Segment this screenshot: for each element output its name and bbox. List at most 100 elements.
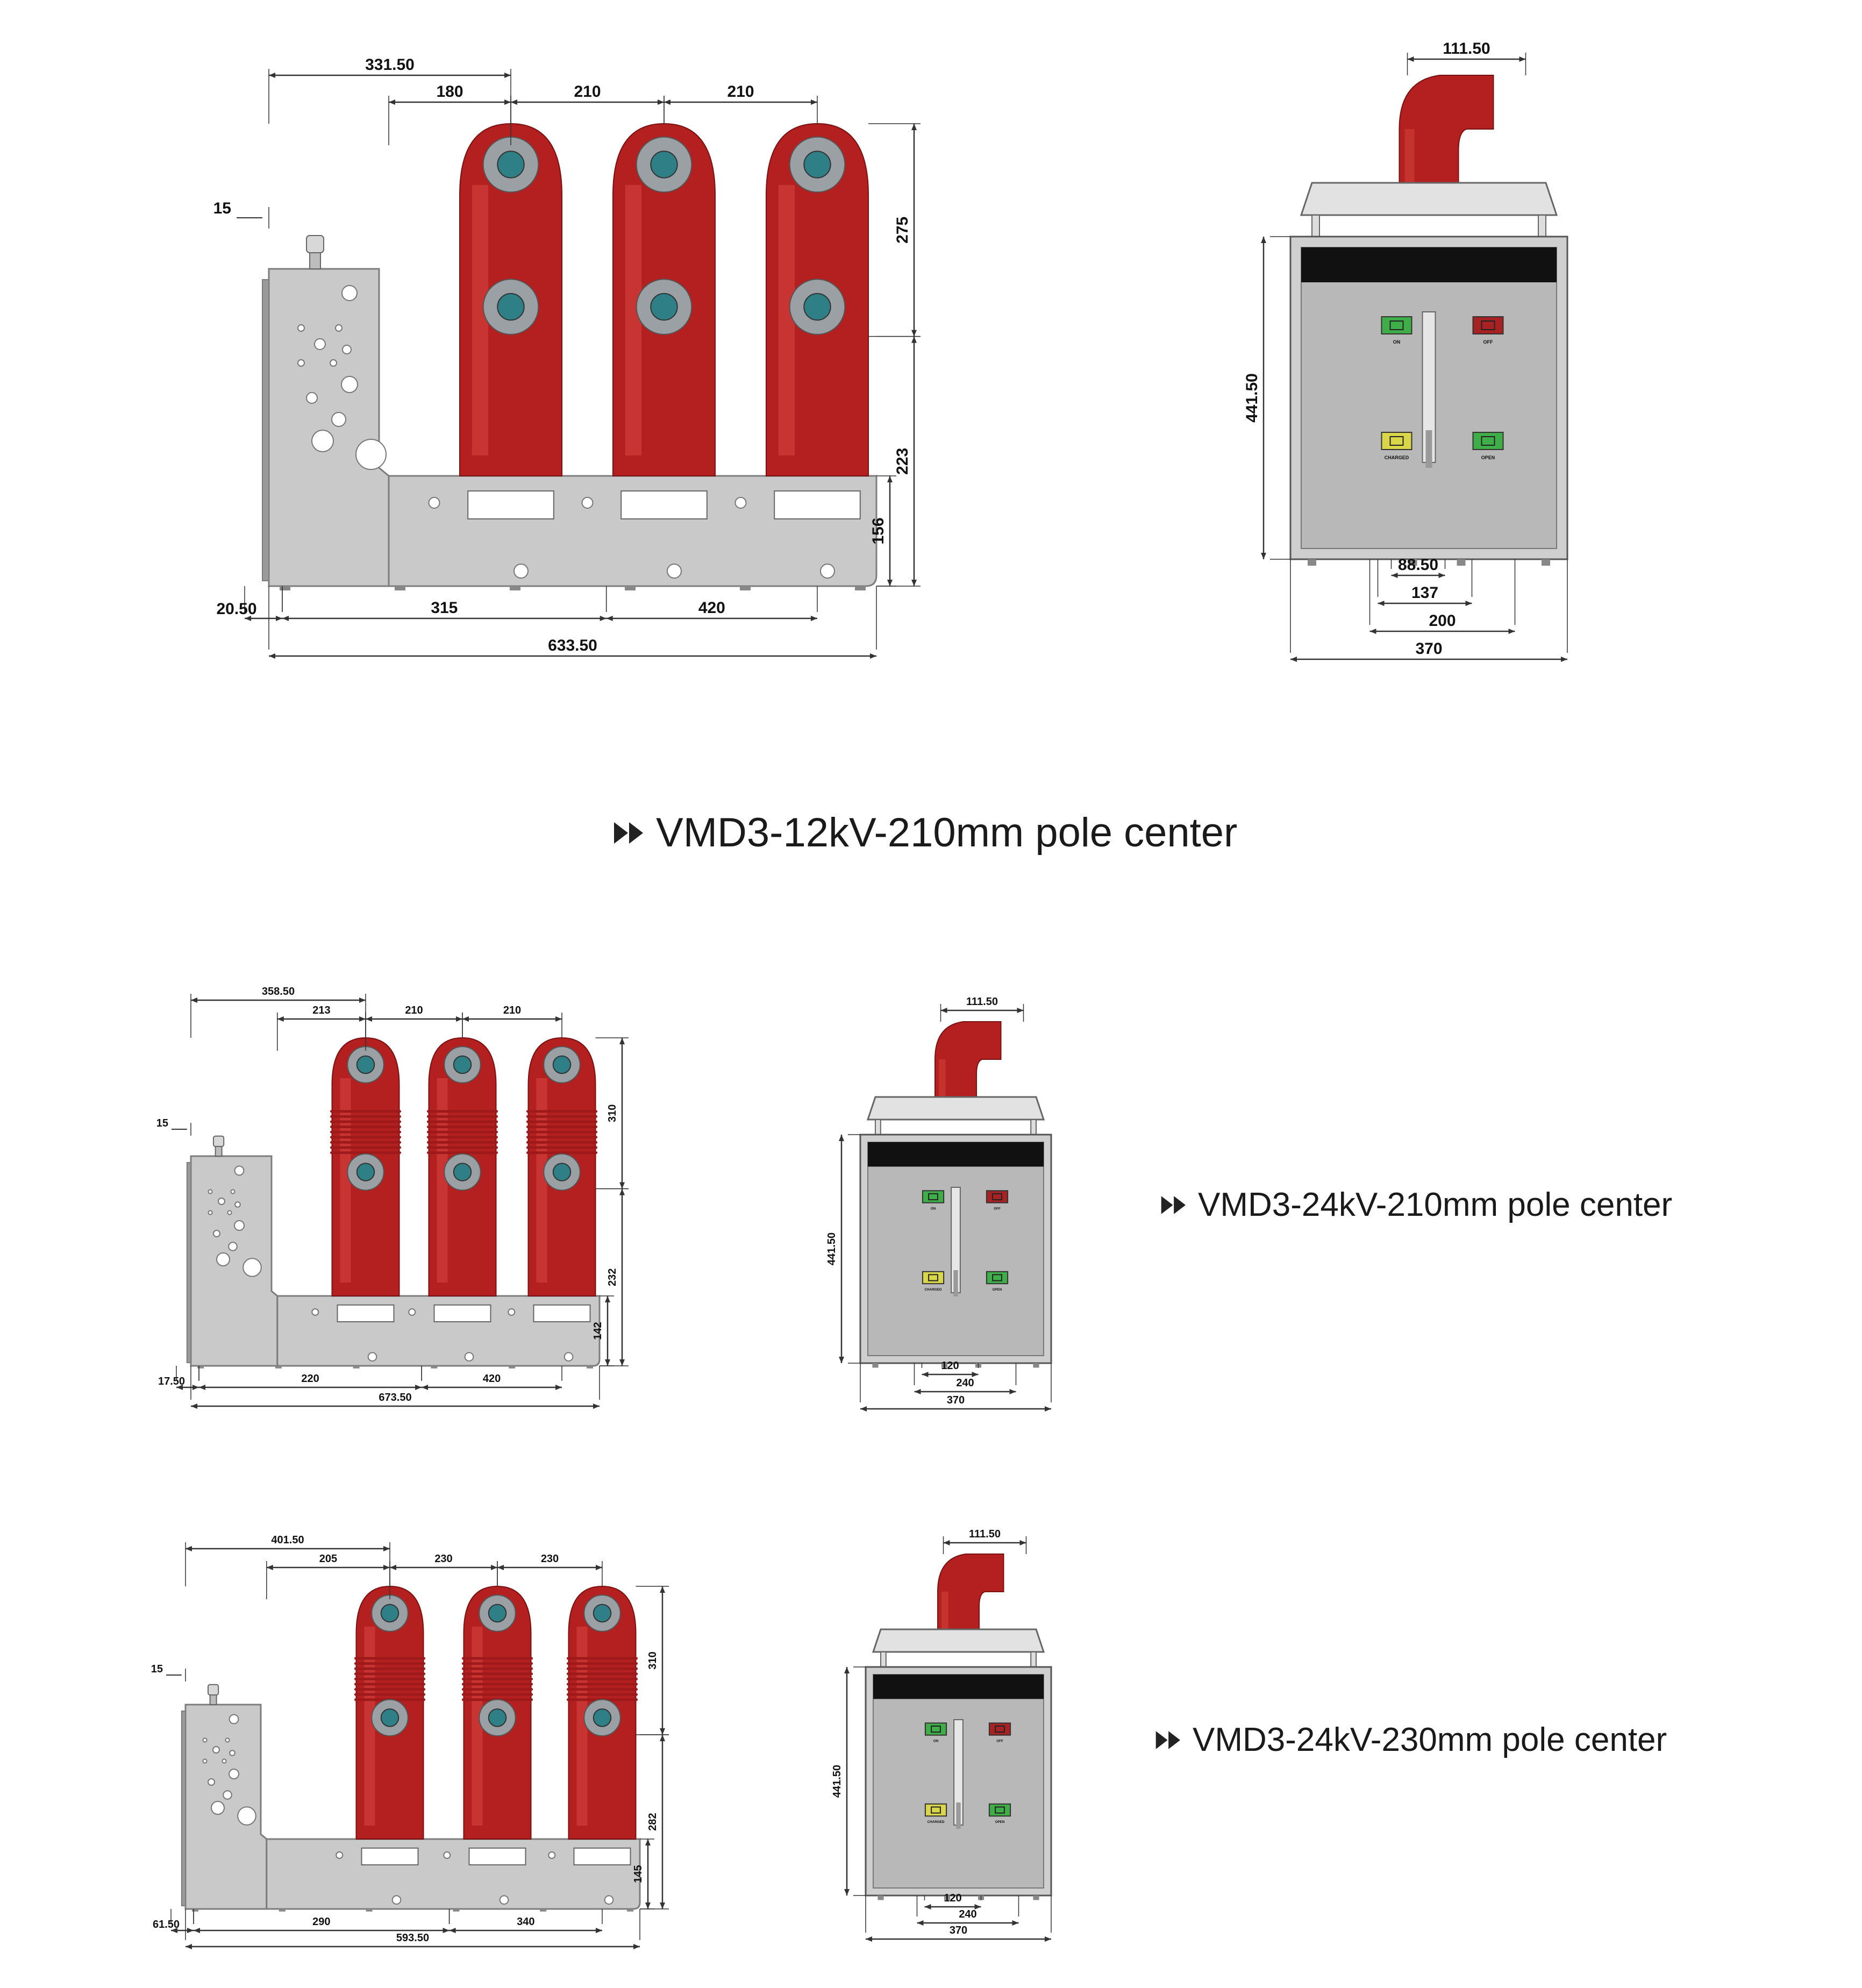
insulator-shed: [526, 1136, 598, 1139]
housing-foot: [872, 1363, 879, 1368]
dimension-arrow: [282, 616, 289, 621]
dimension-arrow: [1019, 1540, 1026, 1545]
dimension-label: 315: [431, 599, 458, 617]
dimension-arrow: [860, 1406, 867, 1412]
mechanism-side-edge: [186, 1162, 191, 1363]
dimension-arrow: [972, 1372, 979, 1377]
frame-window: [361, 1847, 419, 1866]
insulator-shed: [426, 1120, 498, 1123]
dimension-arrow: [887, 580, 893, 586]
indicator-label: ON: [1393, 339, 1401, 345]
mounting-hole: [227, 1210, 232, 1215]
housing-foot: [1542, 559, 1550, 566]
insulator-shed: [526, 1125, 598, 1128]
frame-hole: [464, 1352, 474, 1362]
dimension-arrow: [811, 99, 817, 105]
mechanism-plate: [268, 268, 390, 587]
insulator-shed: [566, 1667, 638, 1670]
dimension-label: 673.50: [379, 1392, 411, 1403]
auxiliary-switch-stem: [215, 1146, 223, 1157]
frame-foot: [395, 586, 405, 590]
mounting-hole: [335, 324, 343, 332]
frame-foot: [431, 1366, 438, 1369]
mounting-hole: [208, 1189, 213, 1194]
insulator-shed: [354, 1672, 426, 1676]
charge-indicator: [924, 1803, 947, 1817]
housing-foot: [1457, 559, 1466, 566]
frame-foot: [627, 1909, 633, 1912]
dimension-label: 145: [632, 1865, 644, 1883]
frame-foot: [279, 1909, 286, 1912]
dimension-label: 20.50: [216, 600, 256, 618]
dimension-arrow: [619, 1188, 625, 1195]
terminal-bolt-center: [497, 151, 525, 179]
insulator-shed: [461, 1683, 533, 1686]
dimension-arrow: [1261, 237, 1266, 243]
insulator-shed: [354, 1683, 426, 1686]
terminal-bolt-center: [356, 1163, 375, 1181]
indicator-window: [995, 1725, 1005, 1733]
dimension-arrow: [383, 1546, 390, 1551]
insulator-shed: [526, 1151, 598, 1154]
housing-foot: [1308, 559, 1316, 566]
housing-foot: [1033, 1896, 1039, 1900]
dimension-arrow: [555, 1385, 562, 1390]
dimension-arrow: [940, 1008, 947, 1013]
mounting-hole: [341, 376, 358, 393]
terminal-bolt-center: [552, 1163, 572, 1181]
caption-text: VMD3-24kV-230mm pole center: [1193, 1721, 1667, 1758]
dimension-arrow: [606, 616, 613, 621]
mounting-hole: [202, 1758, 208, 1764]
mounting-hole: [311, 430, 334, 452]
insulator-shed: [461, 1667, 533, 1670]
dimension-arrow: [194, 1928, 200, 1933]
frame-foot: [740, 586, 751, 590]
mounting-hole: [330, 359, 337, 367]
dimension-arrow: [917, 1920, 924, 1926]
dimension-arrow: [504, 99, 511, 105]
mounting-hole: [306, 392, 318, 404]
insulator-shed: [426, 1125, 498, 1128]
dimension-label: 142: [592, 1322, 604, 1339]
dimension-arrow: [277, 1016, 284, 1022]
insulator-shed: [566, 1662, 638, 1665]
frame-foot: [197, 1366, 204, 1369]
dimension-label: 205: [319, 1553, 337, 1565]
dimension-arrow: [491, 1565, 497, 1570]
dimension-arrow: [191, 1403, 197, 1409]
dimension-label: 370: [950, 1925, 967, 1936]
mounting-hole: [230, 1189, 236, 1194]
dimension-arrow: [1465, 601, 1472, 606]
dimension-arrow: [187, 1928, 194, 1933]
terminal-bolt-center: [593, 1604, 612, 1623]
dimension-label: 210: [727, 83, 754, 101]
dimension-arrow: [497, 1565, 504, 1570]
off-indicator: [988, 1722, 1011, 1736]
insulator-shed: [566, 1683, 638, 1686]
frame-foot: [510, 586, 520, 590]
dimension-arrow: [366, 1016, 372, 1022]
mounting-hole: [216, 1252, 230, 1266]
insulator-shed: [526, 1120, 598, 1123]
frame-foot: [280, 586, 290, 590]
insulator-shed: [526, 1141, 598, 1144]
insulator-shed: [426, 1110, 498, 1113]
position-indicator: [988, 1803, 1011, 1817]
terminal-bolt-center: [803, 151, 831, 179]
position-indicator: [986, 1271, 1009, 1285]
terminal-bolt-center: [453, 1055, 472, 1074]
dimension-label: 213: [312, 1004, 330, 1016]
mechanism-plate: [190, 1155, 279, 1367]
dimension-label: 15: [213, 199, 231, 217]
dimension-label: 441.50: [831, 1765, 843, 1798]
mechanism-side-edge: [262, 279, 269, 581]
dimension-label: 310: [607, 1105, 618, 1122]
mounting-hole: [314, 338, 326, 350]
insulator-shed: [354, 1657, 426, 1660]
insulator-shed: [566, 1688, 638, 1691]
insulator-shed: [354, 1662, 426, 1665]
insulator-shed: [526, 1130, 598, 1134]
frame-hole: [604, 1895, 614, 1905]
